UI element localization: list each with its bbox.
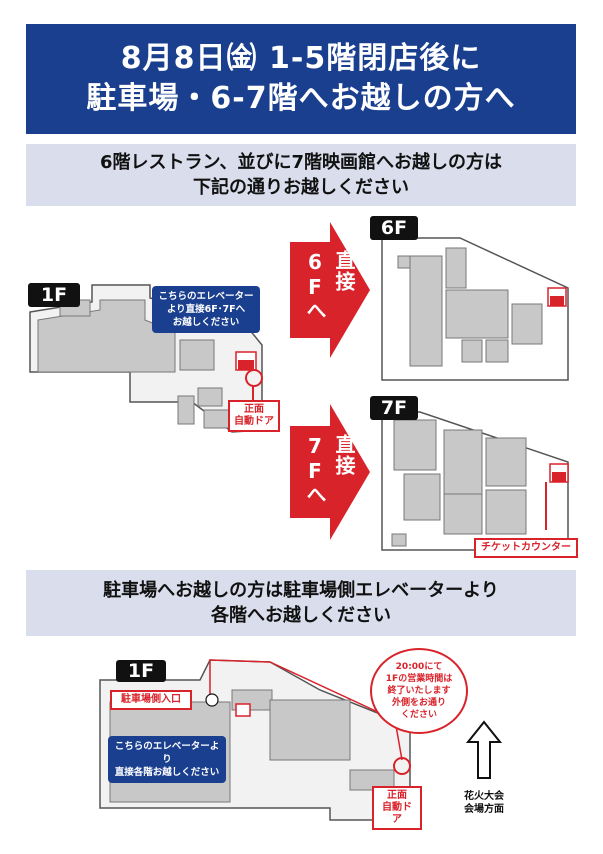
elevator-callout-top-line-1: こちらのエレベーター (158, 291, 254, 302)
closing-notice-line-5: ください (400, 710, 437, 720)
door-label-bottom: 正面 自動ドア (372, 786, 422, 830)
closing-notice: 20:00にて 1Fの営業時間は 終了いたします 外側をお通り ください (370, 648, 468, 734)
map-7f (381, 411, 569, 551)
elevator-callout-top: こちらのエレベーター より直接6F･7Fへ お越しください (152, 286, 260, 333)
door-label-top: 正面 自動ドア (228, 400, 280, 432)
direction-line-1: 花火大会 (464, 791, 504, 802)
arrow-to-7f (290, 404, 370, 540)
section-2-heading: 駐車場へお越しの方は駐車場側エレベーターより 各階へお越しください (26, 570, 576, 636)
floor-tag-7f: 7F (370, 396, 418, 420)
door-label-bottom-line-2: 自動ドア (382, 802, 412, 825)
closing-notice-line-1: 20:00にて (395, 662, 443, 672)
closing-notice-line-4: 外側をお通り (391, 698, 446, 708)
section-2-line-1: 駐車場へお越しの方は駐車場側エレベーターより (103, 580, 499, 601)
section-2-line-2: 各階へお越しください (211, 605, 391, 626)
elevator-callout-top-line-3: お越しください (172, 317, 240, 328)
section-1-line-2: 下記の通りお越しください (193, 177, 409, 198)
door-label-top-line-2: 自動ドア (234, 416, 274, 427)
closing-notice-line-2: 1Fの営業時間は (385, 674, 453, 684)
floor-tag-6f: 6F (370, 216, 418, 240)
header-line-2: 駐車場・6-7階へお越しの方へ (86, 81, 516, 116)
section-1-line-1: 6階レストラン、並びに7階映画館へお越しの方は (100, 152, 502, 173)
closing-notice-line-3: 終了いたします (387, 686, 451, 696)
floor-tag-1f-top: 1F (28, 283, 80, 307)
arrow-6f-label: 直接6Fへ (303, 250, 356, 321)
ticket-counter-label: チケットカウンター (474, 538, 578, 558)
elevator-callout-bottom-line-1: こちらのエレベーターより (114, 741, 220, 765)
header-line-1: 8月8日㈮ 1-5階閉店後に (120, 41, 482, 76)
parking-entrance-label: 駐車場側入口 (110, 690, 192, 710)
fireworks-direction-label: 花火大会 会場方面 (452, 790, 516, 816)
floor-tag-1f-bottom: 1F (116, 660, 166, 682)
door-label-top-line-1: 正面 (244, 404, 264, 415)
direction-line-2: 会場方面 (464, 804, 504, 815)
arrow-7f-label: 直接7Fへ (303, 434, 356, 505)
map-6f (381, 237, 569, 381)
section-1-heading: 6階レストラン、並びに7階映画館へお越しの方は 下記の通りお越しください (26, 144, 576, 206)
page-header: 8月8日㈮ 1-5階閉店後に 駐車場・6-7階へお越しの方へ (26, 24, 576, 134)
elevator-callout-top-line-2: より直接6F･7Fへ (166, 304, 246, 315)
door-label-bottom-line-1: 正面 (387, 790, 407, 801)
elevator-callout-bottom-line-2: 直接各階お越しください (114, 767, 220, 778)
elevator-callout-bottom: こちらのエレベーターより 直接各階お越しください (108, 736, 226, 783)
arrow-to-6f (290, 222, 370, 358)
arrow-up-icon (465, 720, 503, 779)
